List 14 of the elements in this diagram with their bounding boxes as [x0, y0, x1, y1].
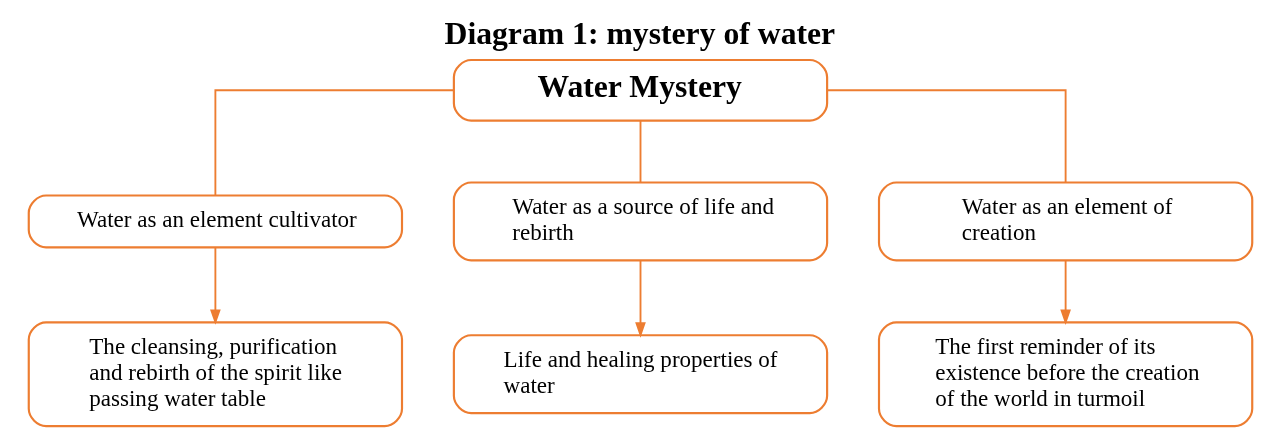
node-box: The first reminder of its existence before the creation of the world in turmoil	[877, 321, 1254, 428]
connector	[214, 89, 455, 196]
connector	[639, 119, 642, 184]
node-box: The cleansing, purification and rebirth of the spirit like passing water table	[27, 321, 404, 428]
arrow	[1060, 259, 1071, 325]
arrow	[210, 247, 221, 325]
diagram-title: Diagram 1: mystery of water	[444, 15, 836, 51]
connector	[826, 89, 1067, 184]
node-box: Water Mystery	[452, 58, 829, 122]
node-box: Life and healing properties of water	[452, 334, 829, 415]
node-box: Water as an element of creation	[877, 181, 1254, 262]
node-box: Water as an element cultivator	[27, 194, 404, 249]
arrow	[635, 259, 646, 338]
node-box: Water as a source of life and rebirth	[452, 181, 829, 262]
